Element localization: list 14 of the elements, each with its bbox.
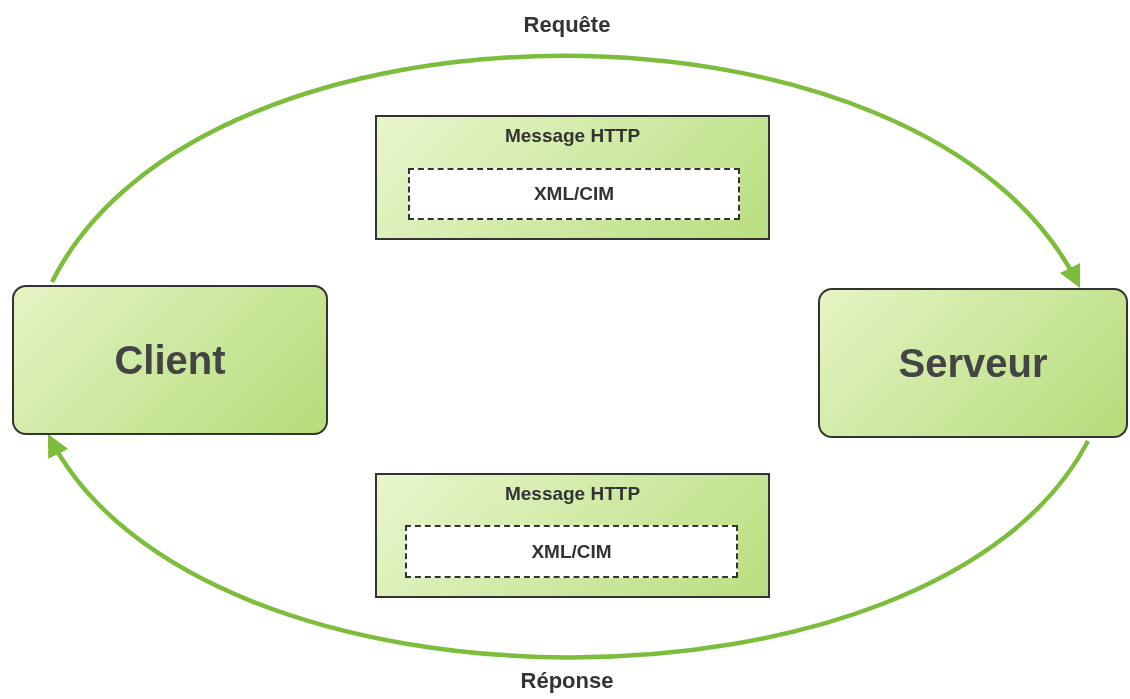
payload-box: [408, 168, 740, 220]
payload-box: [405, 525, 738, 578]
box-heading: Message HTTP: [503, 483, 642, 505]
curved-arrow: [47, 434, 1090, 660]
message-box: [375, 115, 770, 240]
curved-arrow: [50, 53, 1081, 288]
payload-label: XML/CIM: [531, 540, 612, 563]
box-heading: Message HTTP: [503, 125, 642, 147]
server-box: [818, 288, 1128, 438]
payload-label: XML/CIM: [533, 183, 615, 205]
node-label: Serveur: [898, 340, 1048, 386]
node-label: Client: [114, 337, 226, 383]
message-box: [375, 473, 770, 598]
client-box: [12, 285, 328, 435]
